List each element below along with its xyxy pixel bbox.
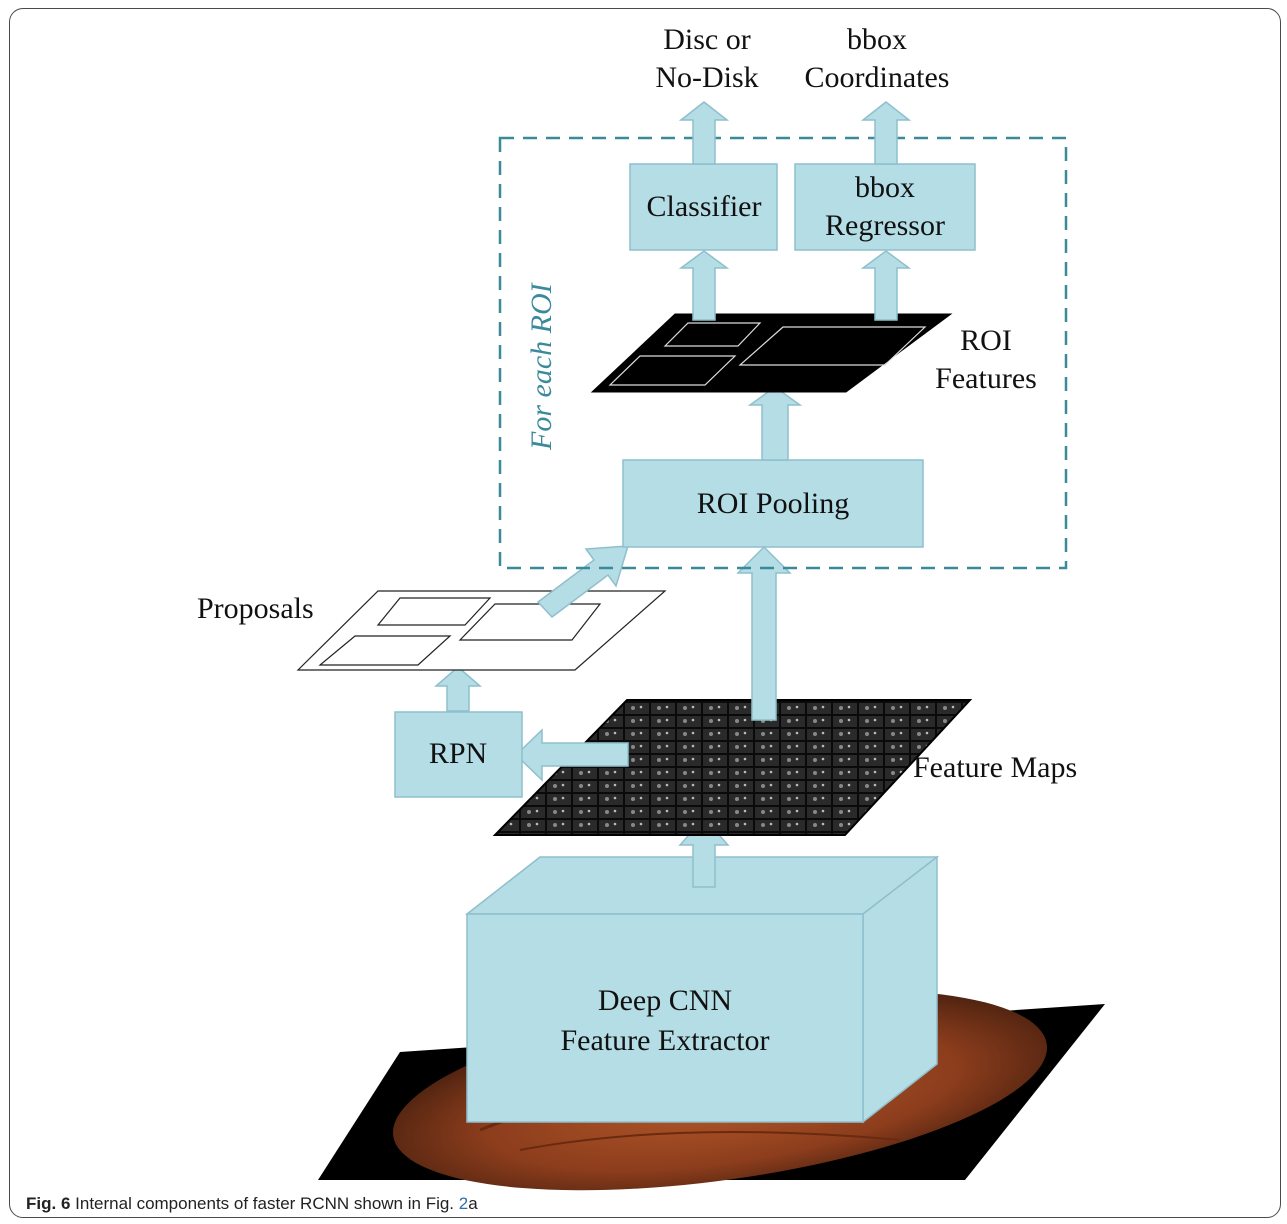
feature-maps: Feature Maps xyxy=(492,699,1077,836)
feature-maps-label: Feature Maps xyxy=(913,751,1077,784)
proposals-label: Proposals xyxy=(197,592,314,625)
cnn-label-line1: Deep CNN xyxy=(598,984,732,1017)
arrow-featuremaps-to-rpn xyxy=(514,728,629,782)
arrow-roifeatures-to-classifier xyxy=(678,250,730,321)
for-each-roi-label: For each ROI xyxy=(525,281,558,451)
arrow-proposals-to-roipooling xyxy=(536,545,630,619)
roi-pooling-label: ROI Pooling xyxy=(697,487,850,520)
caption-figure-link[interactable]: 2 xyxy=(458,1194,469,1213)
caption-text: Internal components of faster RCNN shown… xyxy=(75,1194,455,1213)
class-output-line2: No-Disk xyxy=(655,61,758,94)
regressor-label-line2: Regressor xyxy=(825,209,945,242)
bbox-output-line1: bbox xyxy=(847,23,907,56)
bbox-output-line2: Coordinates xyxy=(805,61,950,94)
rpn-label: RPN xyxy=(429,737,487,770)
regressor-label-line1: bbox xyxy=(855,171,915,204)
arrow-featuremaps-to-roipooling xyxy=(736,545,792,721)
roi-pooling-box: ROI Pooling xyxy=(622,459,924,548)
roi-features-label-line2: Features xyxy=(935,362,1037,395)
classifier-label: Classifier xyxy=(647,190,762,223)
arrow-regressor-output xyxy=(860,101,912,165)
caption-fig-label: Fig. 6 xyxy=(26,1194,71,1213)
proposals-plane: Proposals xyxy=(197,590,667,671)
for-each-roi-region xyxy=(498,136,1068,570)
classifier-box: Classifier xyxy=(629,163,778,251)
caption-ref-suffix: a xyxy=(468,1194,478,1213)
cnn-label-line2: Feature Extractor xyxy=(560,1024,769,1057)
class-output-line1: Disc or xyxy=(663,23,750,56)
arrow-rpn-to-proposals xyxy=(433,666,483,712)
rpn-box: RPN xyxy=(394,711,523,798)
arrow-roifeatures-to-regressor xyxy=(860,250,912,321)
figure-frame xyxy=(9,8,1281,1218)
roi-features-plane: ROI Features xyxy=(590,313,1037,395)
arrow-roipooling-to-roifeatures xyxy=(747,386,803,461)
roi-features-label-line1: ROI xyxy=(960,324,1012,357)
deep-cnn-box: Deep CNN Feature Extractor xyxy=(464,855,940,1124)
bbox-regressor-box: bbox Regressor xyxy=(794,163,976,251)
arrow-classifier-output xyxy=(678,101,730,165)
figure-caption: Fig. 6 Internal components of faster RCN… xyxy=(26,1194,478,1214)
